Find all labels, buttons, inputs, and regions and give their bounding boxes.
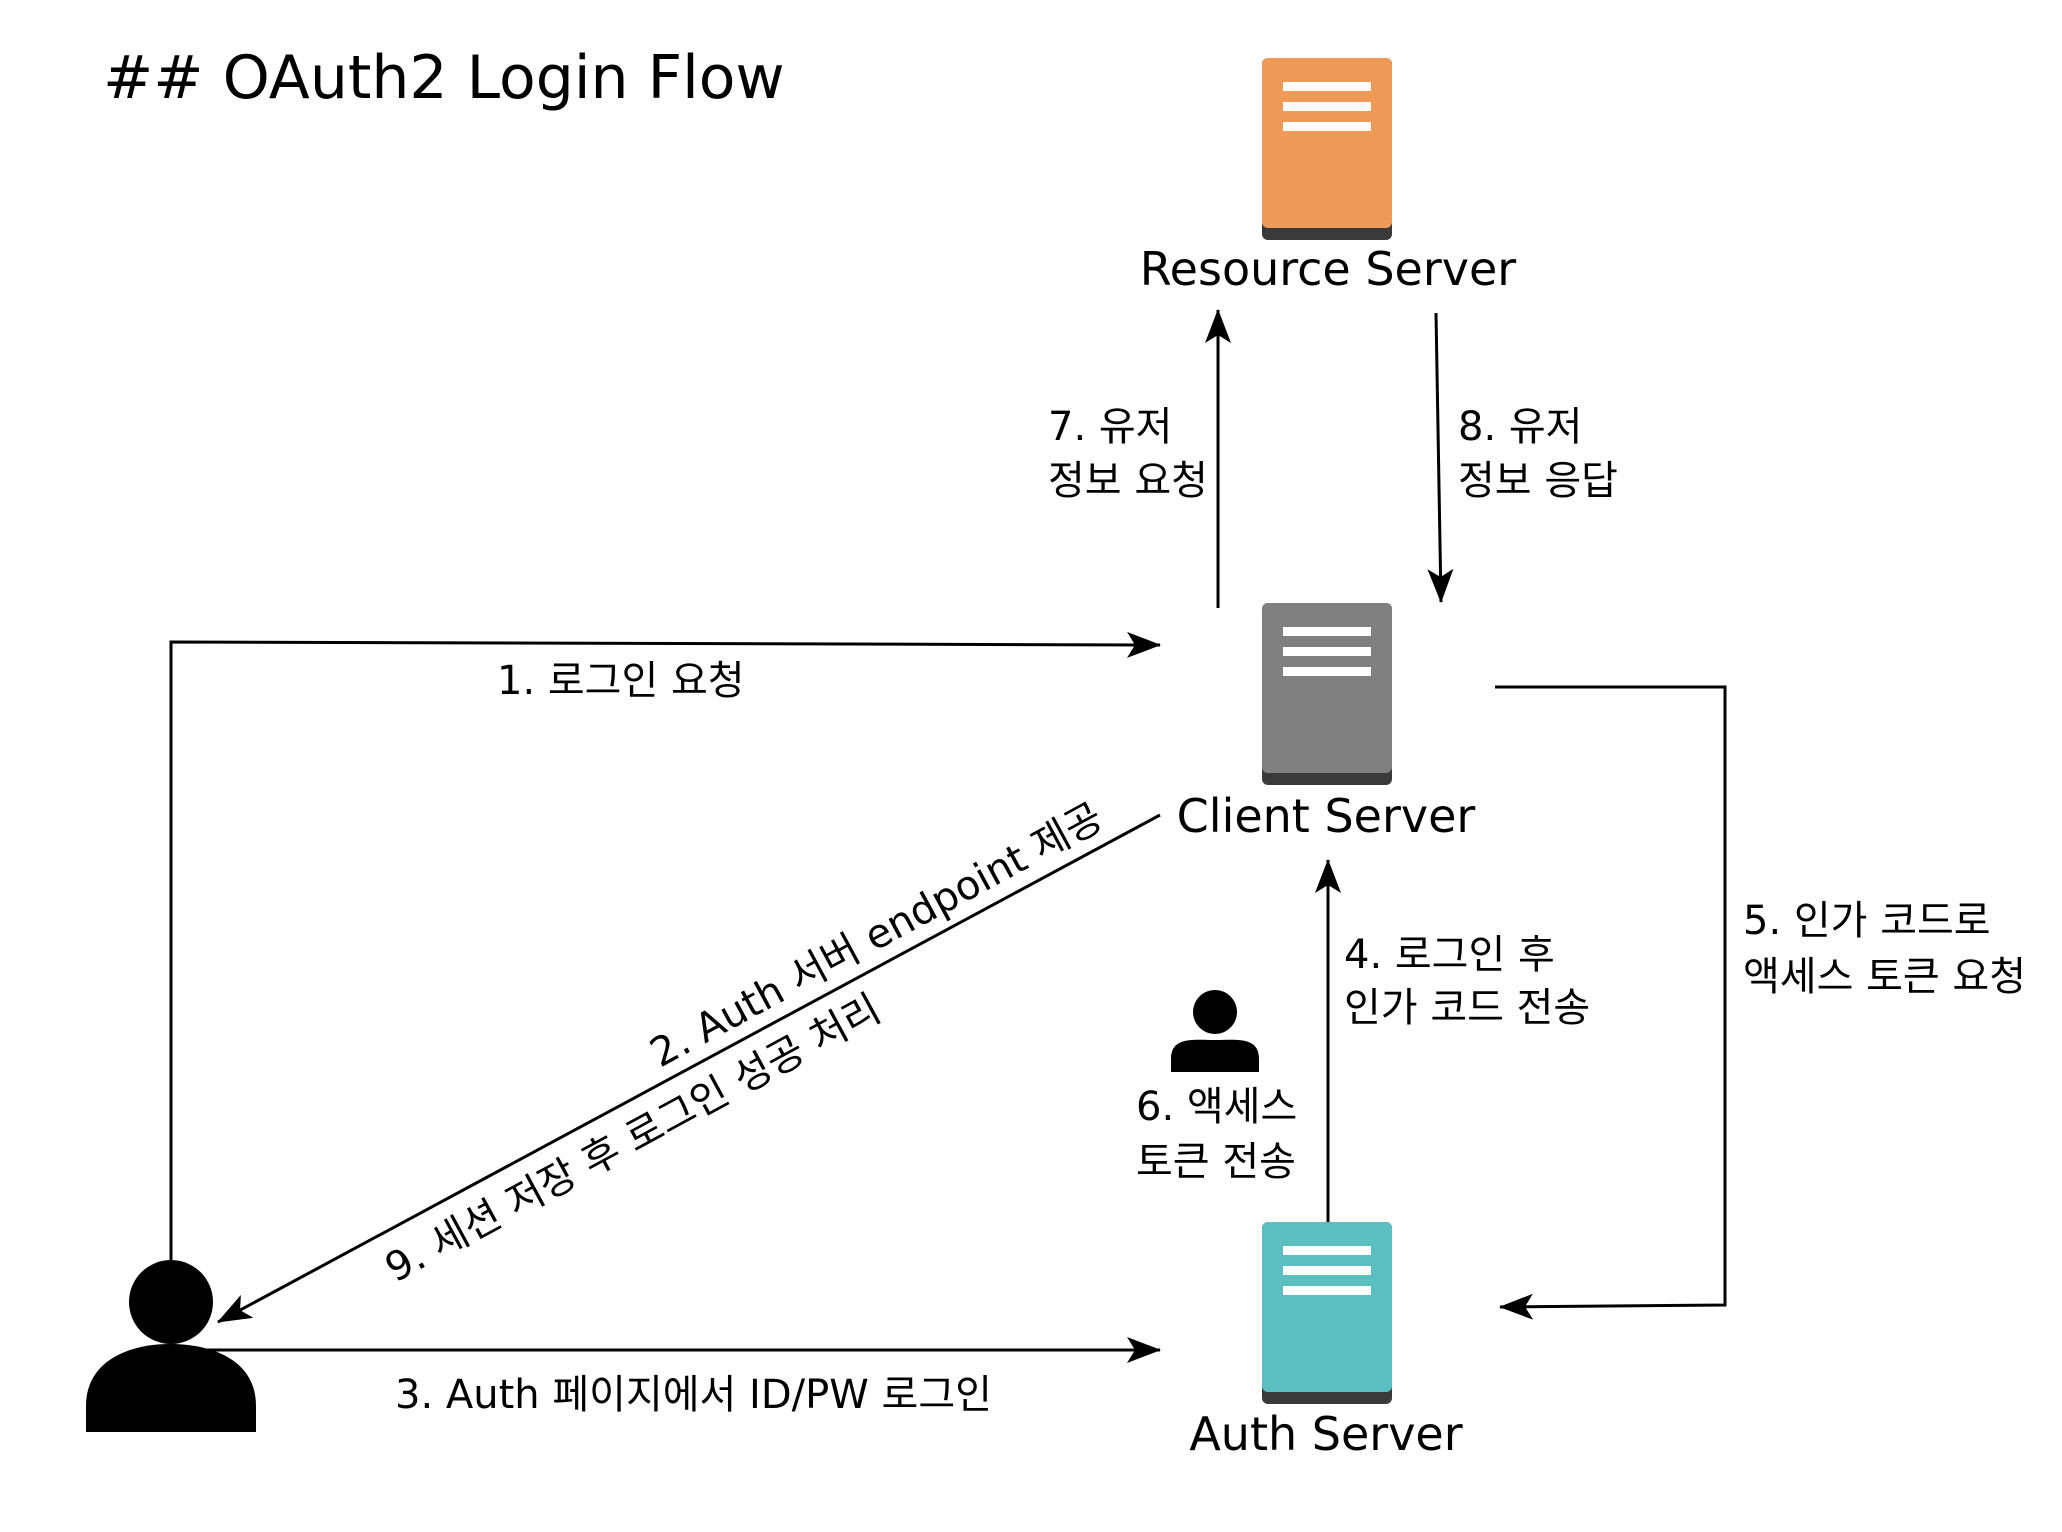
edge-6-label-line2: 토큰 전송 [1136, 1139, 1296, 1185]
client-server-icon [1262, 603, 1392, 773]
edge-4-label-line1: 4. 로그인 후 [1344, 932, 1555, 978]
edge-6-label-line1: 6. 액세스 [1136, 1084, 1297, 1130]
edge-8-label-line1: 8. 유저 [1458, 404, 1582, 450]
edge-4-label-line2: 인가 코드 전송 [1344, 985, 1590, 1031]
edge-5-token-request [1495, 685, 1727, 1320]
edge-8-label-line2: 정보 응답 [1458, 458, 1618, 504]
edge-9-label: 9. 세션 저장 후 로그인 성공 처리 [378, 986, 889, 1292]
auth-server-label: Auth Server [1189, 1407, 1462, 1461]
edge-7-label-line1: 7. 유저 [1048, 404, 1172, 450]
user-icon [86, 1260, 256, 1432]
edge-2-9-diagonal [217, 813, 1161, 1324]
auth-server-icon [1262, 1222, 1392, 1392]
edge-1-label: 1. 로그인 요청 [497, 658, 745, 704]
edge-5-label-line2: 액세스 토큰 요청 [1743, 954, 2026, 1000]
client-server-node [1262, 603, 1392, 785]
edge-1-login-request [169, 631, 1161, 1260]
auth-server-node [1262, 1222, 1392, 1404]
edge-5-label-line1: 5. 인가 코드로 [1743, 898, 1991, 944]
resource-server-label: Resource Server [1140, 242, 1517, 296]
diagram-title: ## OAuth2 Login Flow [103, 43, 785, 113]
edge-7-label-line2: 정보 요청 [1048, 458, 1208, 504]
edge-3-label: 3. Auth 페이지에서 ID/PW 로그인 [395, 1372, 992, 1418]
resource-server-node [1262, 58, 1392, 240]
edge-2-label: 2. Auth 서버 endpoint 제공 [643, 794, 1111, 1077]
resource-server-icon [1262, 58, 1392, 228]
small-user-icon [1171, 990, 1259, 1072]
edge-8-user-info-response [1427, 312, 1454, 603]
client-server-label: Client Server [1177, 789, 1476, 843]
